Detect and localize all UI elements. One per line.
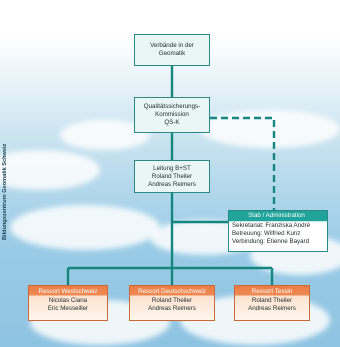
qualitaet-box: Qualitätssicherungs- Kommission QS-K — [134, 97, 210, 133]
cloud — [200, 110, 340, 148]
stab-title: Stab / Administration — [248, 212, 305, 219]
tessin-title: Ressort Tessin — [251, 288, 293, 295]
west-title: Ressort Westschweiz — [38, 288, 98, 295]
deutsch-person2: Andreas Reimers — [148, 305, 196, 312]
qualitaet-line1: Qualitätssicherungs- — [143, 103, 201, 110]
ressort-tessin-box: Ressort Tessin Roland Theiler Andreas Re… — [234, 285, 310, 321]
qualitaet-line3: QS-K — [164, 119, 180, 126]
stab-line3: Verbindung: Etienne Bayard — [232, 238, 310, 245]
ressort-west-box: Ressort Westschweiz Nicolas Ciana Eric M… — [28, 285, 108, 321]
west-person2: Eric Messeiller — [47, 305, 89, 312]
deutsch-person1: Roland Theiler — [151, 297, 193, 304]
deutsch-title: Ressort Deutschschweiz — [138, 288, 206, 295]
cloud — [10, 205, 160, 250]
stab-line2: Betreuung: Wilfried Kunz — [232, 230, 301, 237]
leitung-person2: Andreas Reimers — [148, 180, 196, 188]
sidebar-vertical-label: Bildungszentrum Geomatik Schweiz — [2, 143, 8, 240]
ressort-deutsch-box: Ressort Deutschschweiz Roland Theiler An… — [129, 285, 215, 321]
tessin-person1: Roland Theiler — [251, 297, 293, 304]
stab-box: Stab / Administration Sekretariat: Franz… — [228, 210, 328, 252]
cloud — [0, 150, 100, 190]
tessin-person2: Andreas Reimers — [248, 305, 296, 312]
leitung-person1: Roland Theiler — [151, 172, 193, 180]
verbaende-line2: Geomatik — [158, 50, 186, 57]
verbaende-line1: Verbände in der — [150, 42, 194, 49]
leitung-box: Leitung B+ST Roland Theiler Andreas Reim… — [134, 160, 210, 193]
verbaende-box: Verbände in der Geomatik — [134, 34, 210, 66]
west-person1: Nicolas Ciana — [48, 297, 88, 304]
leitung-title: Leitung B+ST — [153, 164, 191, 172]
stab-line1: Sekretariat: Franziska André — [232, 222, 311, 229]
qualitaet-line2: Kommission — [155, 111, 189, 118]
